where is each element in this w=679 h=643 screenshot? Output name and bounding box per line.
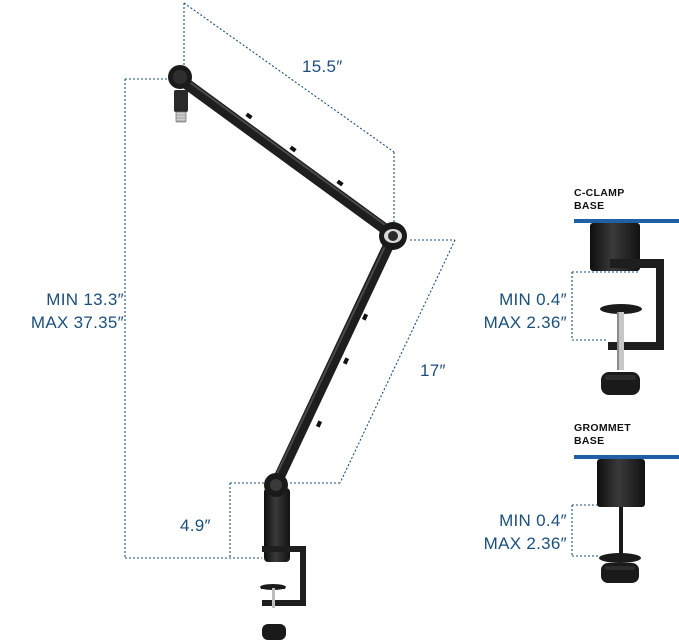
dim-label-grommet: MIN 0.4″ MAX 2.36″ [440, 511, 567, 554]
cable-clip [361, 313, 369, 321]
elbow-joint [379, 222, 407, 250]
upper-arm-tube [178, 76, 398, 240]
dim-label-riser: 4.9″ [180, 516, 211, 535]
mic-mount [168, 65, 192, 123]
boom-arm [168, 65, 407, 640]
cable-clip [245, 112, 253, 120]
cable-clip [336, 179, 344, 187]
grommet-base-detail [574, 455, 679, 583]
dim-label-cclamp-min: MIN 0.4″ [499, 290, 567, 309]
cclamp-base-detail [574, 219, 679, 395]
dim-label-cclamp-max: MAX 2.36″ [483, 313, 567, 332]
dim-label-grommet-min: MIN 0.4″ [499, 511, 567, 530]
dim-label-overall: MIN 13.3″ MAX 37.35″ [0, 290, 124, 333]
grommet-title-line1: GROMMET [574, 422, 631, 434]
dim-label-cclamp: MIN 0.4″ MAX 2.36″ [440, 290, 567, 333]
lower-arm-highlight [272, 239, 389, 483]
dim-label-grommet-max: MAX 2.36″ [483, 534, 567, 553]
dim-label-overall-max: MAX 37.35″ [30, 313, 124, 332]
dim-label-lower-arm: 17″ [420, 361, 446, 380]
cclamp-title-line2: BASE [574, 200, 605, 212]
dimension-lines [124, 2, 640, 559]
grommet-base-title: GROMMET BASE [574, 422, 631, 448]
dim-line-lower-arm-diagonal [339, 239, 456, 484]
riser-post [264, 473, 290, 562]
cclamp-title-line1: C-CLAMP [574, 187, 625, 199]
cclamp-base-title: C-CLAMP BASE [574, 187, 625, 213]
cable-clip [289, 145, 297, 153]
dim-label-top-arm: 15.5″ [302, 57, 343, 76]
dim-line-top-arm-diagonal [183, 2, 395, 153]
grommet-title-line2: BASE [574, 435, 605, 447]
cable-clip [315, 420, 323, 428]
upper-arm-highlight [187, 80, 393, 231]
grommet-desk [574, 455, 679, 459]
cclamp-desk [574, 219, 679, 223]
dim-label-overall-min: MIN 13.3″ [46, 290, 124, 309]
cable-clip [342, 357, 350, 365]
main-c-clamp [260, 546, 306, 640]
lower-arm-tube [270, 234, 397, 490]
